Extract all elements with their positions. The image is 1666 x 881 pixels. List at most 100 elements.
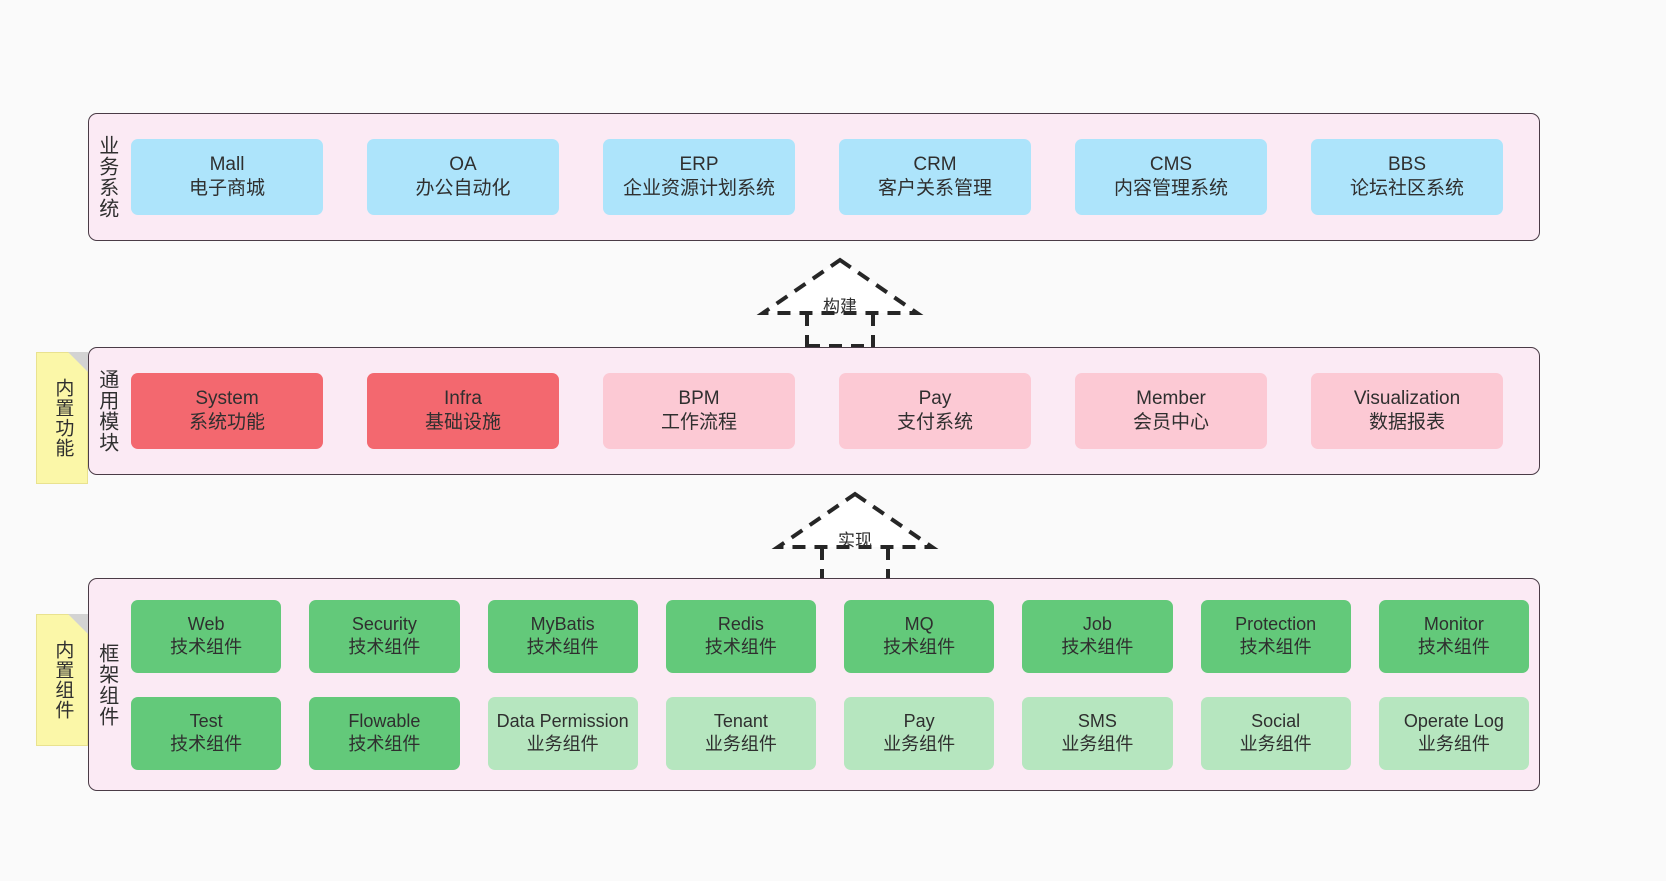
node-label-en: BPM (678, 387, 720, 409)
layer-title-business-systems: 业务系统 (95, 135, 118, 219)
node-label-cn: 内容管理系统 (1113, 178, 1228, 199)
node-label-cn: 支付系统 (896, 412, 973, 433)
node-label-cn: 数据报表 (1368, 412, 1445, 433)
node-label-cn: 企业资源计划系统 (622, 178, 775, 199)
node-cms[interactable]: CMS 内容管理系统 (1075, 139, 1267, 215)
node-label-cn: 会员中心 (1132, 412, 1209, 433)
node-bpm[interactable]: BPM 工作流程 (603, 373, 795, 449)
sticky-note-label: 内置组件 (52, 640, 74, 720)
node-crm[interactable]: CRM 客户关系管理 (839, 139, 1031, 215)
node-job[interactable]: Job 技术组件 (1022, 599, 1173, 673)
sticky-note-built-in-components: 内置组件 (36, 614, 88, 746)
node-security[interactable]: Security 技术组件 (309, 599, 460, 673)
layer-title-common-modules: 通用模块 (95, 369, 118, 453)
node-sms[interactable]: SMS 业务组件 (1022, 696, 1173, 770)
node-label-en: Tenant (713, 710, 768, 731)
node-label-cn: 技术组件 (1239, 637, 1312, 657)
node-label-en: Job (1082, 613, 1112, 634)
node-label-cn: 技术组件 (704, 637, 777, 657)
node-label-en: Web (187, 613, 225, 634)
node-label-en: MyBatis (530, 613, 595, 634)
node-flowable[interactable]: Flowable 技术组件 (309, 696, 460, 770)
node-label-cn: 技术组件 (883, 637, 956, 657)
node-monitor[interactable]: Monitor 技术组件 (1378, 599, 1529, 673)
connector-label-implement: 实现 (838, 531, 872, 550)
node-redis[interactable]: Redis 技术组件 (665, 599, 816, 673)
node-label-cn: 业务组件 (1417, 734, 1490, 754)
node-oa[interactable]: OA 办公自动化 (367, 139, 559, 215)
node-label-en: Protection (1235, 613, 1317, 634)
node-label-en: Pay (903, 710, 935, 731)
connector-build: 构建 (745, 256, 935, 348)
node-label-cn: 电子商城 (188, 178, 265, 199)
connector-label-build: 构建 (823, 297, 857, 316)
node-label-en: ERP (679, 153, 719, 175)
layer-body-framework-components: Web 技术组件 Security 技术组件 MyBatis 技术组件 Redi… (123, 579, 1539, 790)
node-label-en: Data Permission (496, 710, 629, 731)
node-label-en: Flowable (348, 710, 421, 731)
node-data-permission[interactable]: Data Permission 业务组件 (487, 696, 638, 770)
node-label-cn: 业务组件 (1239, 734, 1312, 754)
framework-grid: Web 技术组件 Security 技术组件 MyBatis 技术组件 Redi… (131, 599, 1529, 770)
node-label-cn: 客户关系管理 (877, 178, 992, 199)
node-web[interactable]: Web 技术组件 (131, 599, 282, 673)
node-label-en: MQ (904, 613, 934, 634)
generalization-triangle-icon (756, 257, 924, 315)
node-bbs[interactable]: BBS 论坛社区系统 (1311, 139, 1503, 215)
node-system[interactable]: System 系统功能 (131, 373, 323, 449)
node-label-en: Redis (717, 613, 764, 634)
node-label-cn: 技术组件 (348, 734, 421, 754)
node-mall[interactable]: Mall 电子商城 (131, 139, 323, 215)
node-label-cn: 业务组件 (526, 734, 599, 754)
node-label-cn: 技术组件 (170, 734, 243, 754)
node-label-en: CMS (1149, 153, 1193, 175)
node-operate-log[interactable]: Operate Log 业务组件 (1378, 696, 1529, 770)
node-label-en: BBS (1387, 153, 1427, 175)
layer-body-business-systems: Mall 电子商城 OA 办公自动化 ERP 企业资源计划系统 CRM 客户关系… (123, 114, 1539, 240)
node-mq[interactable]: MQ 技术组件 (844, 599, 995, 673)
layer-framework-components: 框架组件 Web 技术组件 Security 技术组件 MyBatis 技术组件… (88, 578, 1540, 791)
node-label-en: System (195, 387, 259, 409)
node-label-cn: 技术组件 (1417, 637, 1490, 657)
sticky-note-label: 内置功能 (52, 378, 74, 458)
node-visualization[interactable]: Visualization 数据报表 (1311, 373, 1503, 449)
node-label-en: Infra (443, 387, 483, 409)
node-test[interactable]: Test 技术组件 (131, 696, 282, 770)
node-label-en: Test (189, 710, 223, 731)
node-social[interactable]: Social 业务组件 (1200, 696, 1351, 770)
node-label-cn: 办公自动化 (415, 178, 511, 199)
node-label-en: CRM (913, 153, 957, 175)
node-protection[interactable]: Protection 技术组件 (1200, 599, 1351, 673)
layer-common-modules: 通用模块 System 系统功能 Infra 基础设施 BPM 工作流程 Pay… (88, 347, 1540, 475)
node-pay-component[interactable]: Pay 业务组件 (844, 696, 995, 770)
node-label-en: Mall (209, 153, 245, 175)
node-label-cn: 系统功能 (188, 412, 265, 433)
node-label-en: Visualization (1353, 387, 1461, 409)
node-mybatis[interactable]: MyBatis 技术组件 (487, 599, 638, 673)
node-label-en: Member (1136, 387, 1206, 409)
node-label-en: Operate Log (1403, 710, 1504, 731)
node-label-en: Social (1251, 710, 1301, 731)
node-pay-module[interactable]: Pay 支付系统 (839, 373, 1031, 449)
node-label-cn: 技术组件 (348, 637, 421, 657)
node-tenant[interactable]: Tenant 业务组件 (665, 696, 816, 770)
node-member[interactable]: Member 会员中心 (1075, 373, 1267, 449)
connector-implement: 实现 (760, 490, 950, 582)
node-label-cn: 业务组件 (704, 734, 777, 754)
node-label-cn: 技术组件 (170, 637, 243, 657)
node-label-cn: 技术组件 (526, 637, 599, 657)
node-label-cn: 基础设施 (424, 412, 501, 433)
sticky-note-built-in-functions: 内置功能 (36, 352, 88, 484)
node-infra[interactable]: Infra 基础设施 (367, 373, 559, 449)
node-label-en: Monitor (1423, 613, 1484, 634)
node-label-en: SMS (1077, 710, 1117, 731)
layer-title-framework-components: 框架组件 (95, 642, 118, 727)
generalization-triangle-icon (771, 491, 939, 549)
node-erp[interactable]: ERP 企业资源计划系统 (603, 139, 795, 215)
node-label-cn: 论坛社区系统 (1349, 178, 1464, 199)
node-label-cn: 业务组件 (1061, 734, 1134, 754)
node-label-en: Security (351, 613, 417, 634)
layer-business-systems: 业务系统 Mall 电子商城 OA 办公自动化 ERP 企业资源计划系统 CRM… (88, 113, 1540, 241)
node-label-cn: 工作流程 (660, 412, 737, 433)
